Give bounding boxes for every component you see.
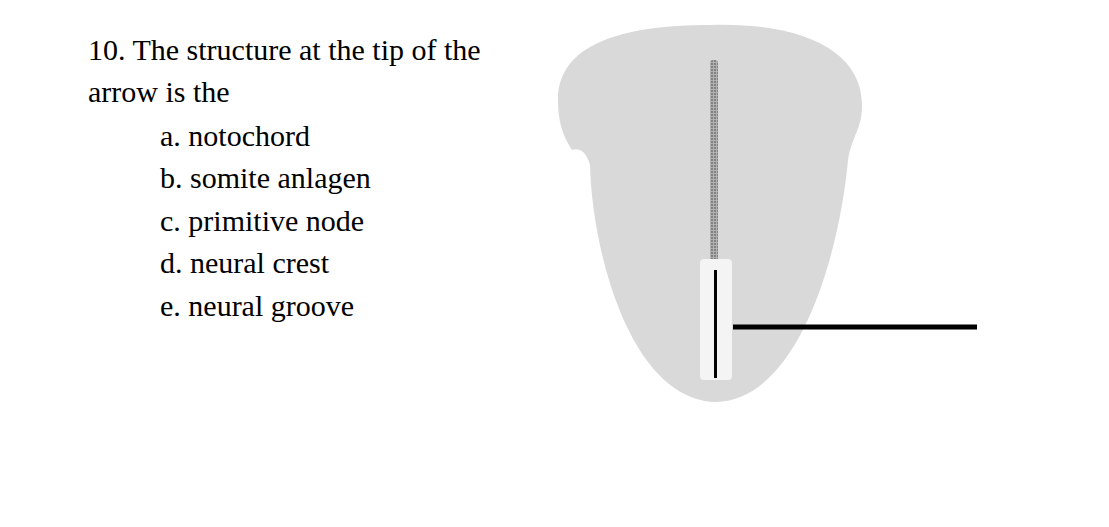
primitive-groove xyxy=(714,270,717,378)
answer-option: c. primitive node xyxy=(160,200,520,242)
answer-option: a. notochord xyxy=(160,115,520,157)
question-text: 10. The structure at the tip of the arro… xyxy=(88,29,528,113)
answer-option: e. neural groove xyxy=(160,285,520,327)
answer-option: b. somite anlagen xyxy=(160,157,520,199)
pointer-arrow xyxy=(733,325,977,330)
embryo-disc xyxy=(558,25,862,402)
answer-option: d. neural crest xyxy=(160,242,520,284)
notochord-rod xyxy=(710,60,718,270)
primitive-streak xyxy=(700,259,732,380)
